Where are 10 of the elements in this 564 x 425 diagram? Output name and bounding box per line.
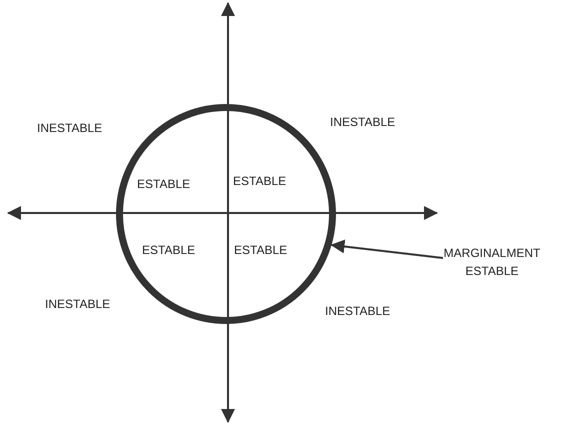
region-label: ESTABLE — [137, 177, 190, 191]
leader-arrow — [330, 240, 444, 259]
region-label: INESTABLE — [325, 304, 390, 318]
region-label: INESTABLE — [37, 121, 102, 135]
callout-text: MARGINALMENT ESTABLE — [443, 244, 541, 280]
region-label: INESTABLE — [45, 297, 110, 311]
region-label: ESTABLE — [234, 243, 288, 257]
region-label: ESTABLE — [142, 243, 196, 257]
region-label: INESTABLE — [330, 115, 396, 129]
region-label: ESTABLE — [233, 174, 286, 188]
